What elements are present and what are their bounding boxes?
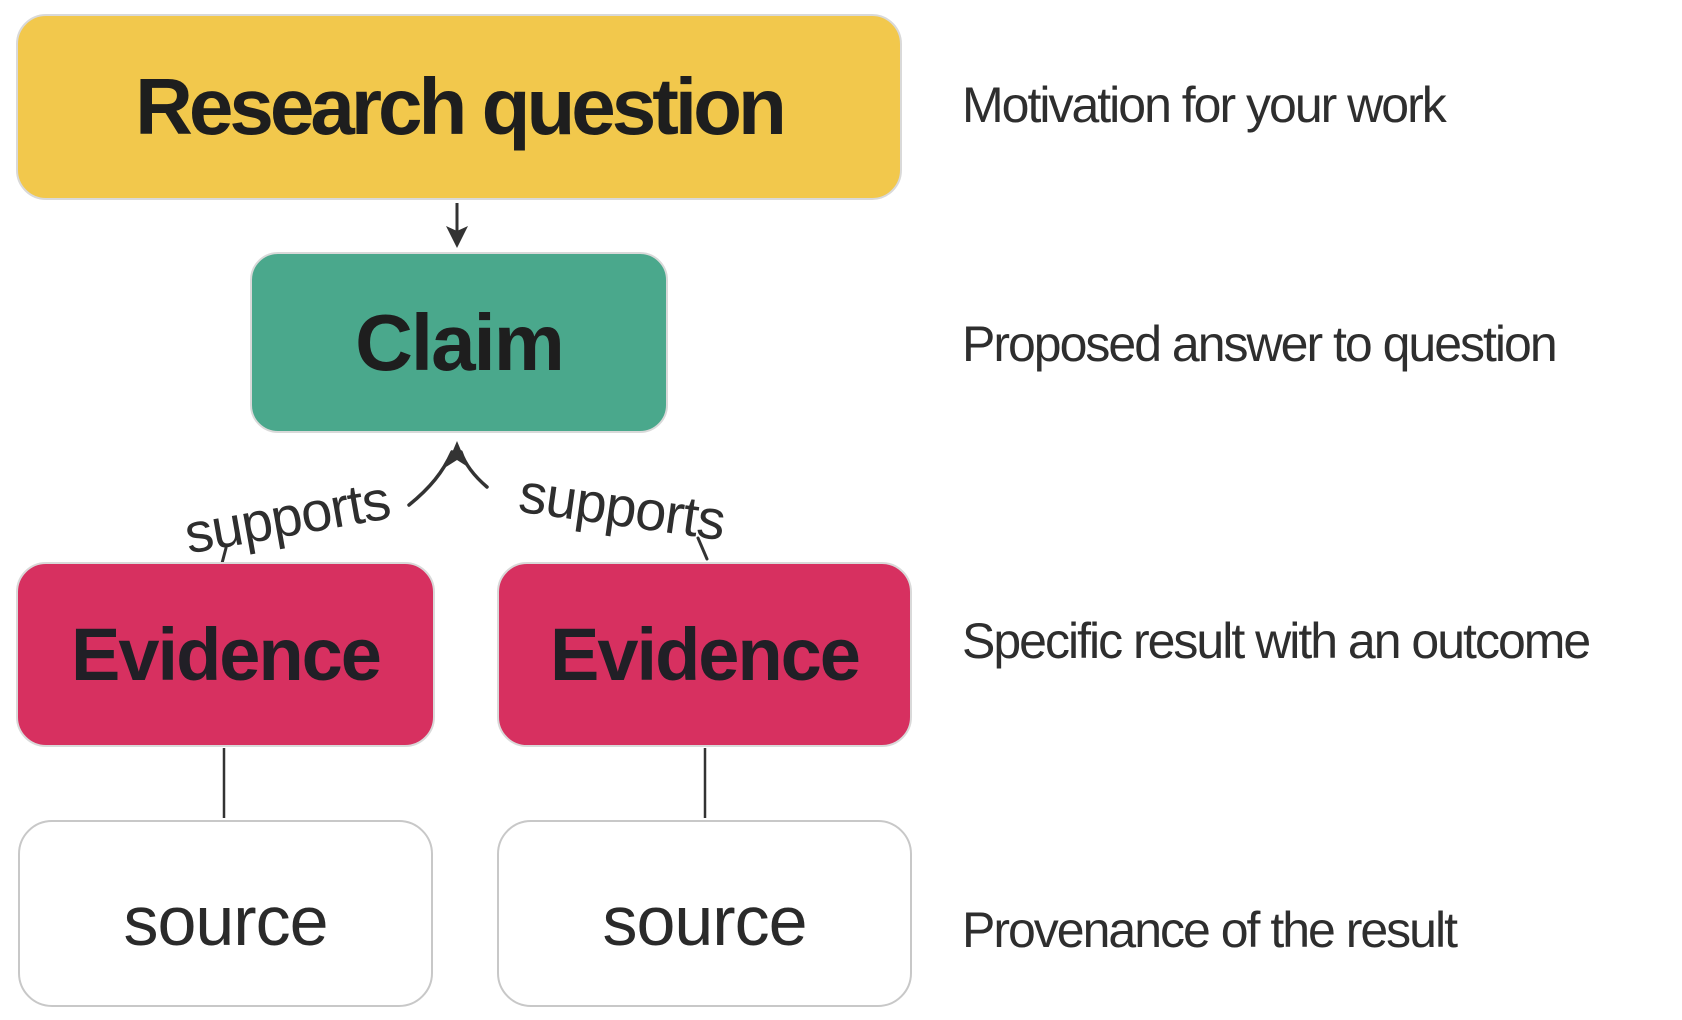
- node-research-question-label: Research question: [135, 62, 787, 151]
- arrow-down-head-icon: [446, 226, 468, 248]
- edge-label-supports-left: supports: [179, 467, 395, 566]
- curve-right-supports: [459, 450, 489, 489]
- node-source-left-label: source: [123, 881, 328, 960]
- node-claim: Claim: [250, 252, 668, 433]
- node-evidence-right: Evidence: [497, 562, 912, 747]
- node-source-right: source: [497, 820, 912, 1007]
- annotation-evidence: Specific result with an outcome: [962, 613, 1591, 669]
- node-source-left: source: [18, 820, 433, 1007]
- curve-left-supports: [407, 450, 454, 507]
- node-source-right-label: source: [602, 881, 807, 960]
- edge-label-supports-right: supports: [515, 460, 729, 553]
- node-research-question: Research question: [16, 14, 902, 200]
- arrow-up-head-icon: [446, 441, 468, 467]
- node-evidence-right-label: Evidence: [550, 612, 861, 696]
- node-claim-label: Claim: [355, 297, 565, 387]
- node-evidence-left-label: Evidence: [71, 612, 382, 696]
- annotation-claim: Proposed answer to question: [962, 316, 1558, 372]
- annotation-research-question: Motivation for your work: [962, 77, 1447, 133]
- annotation-source: Provenance of the result: [962, 902, 1458, 958]
- node-evidence-left: Evidence: [16, 562, 435, 747]
